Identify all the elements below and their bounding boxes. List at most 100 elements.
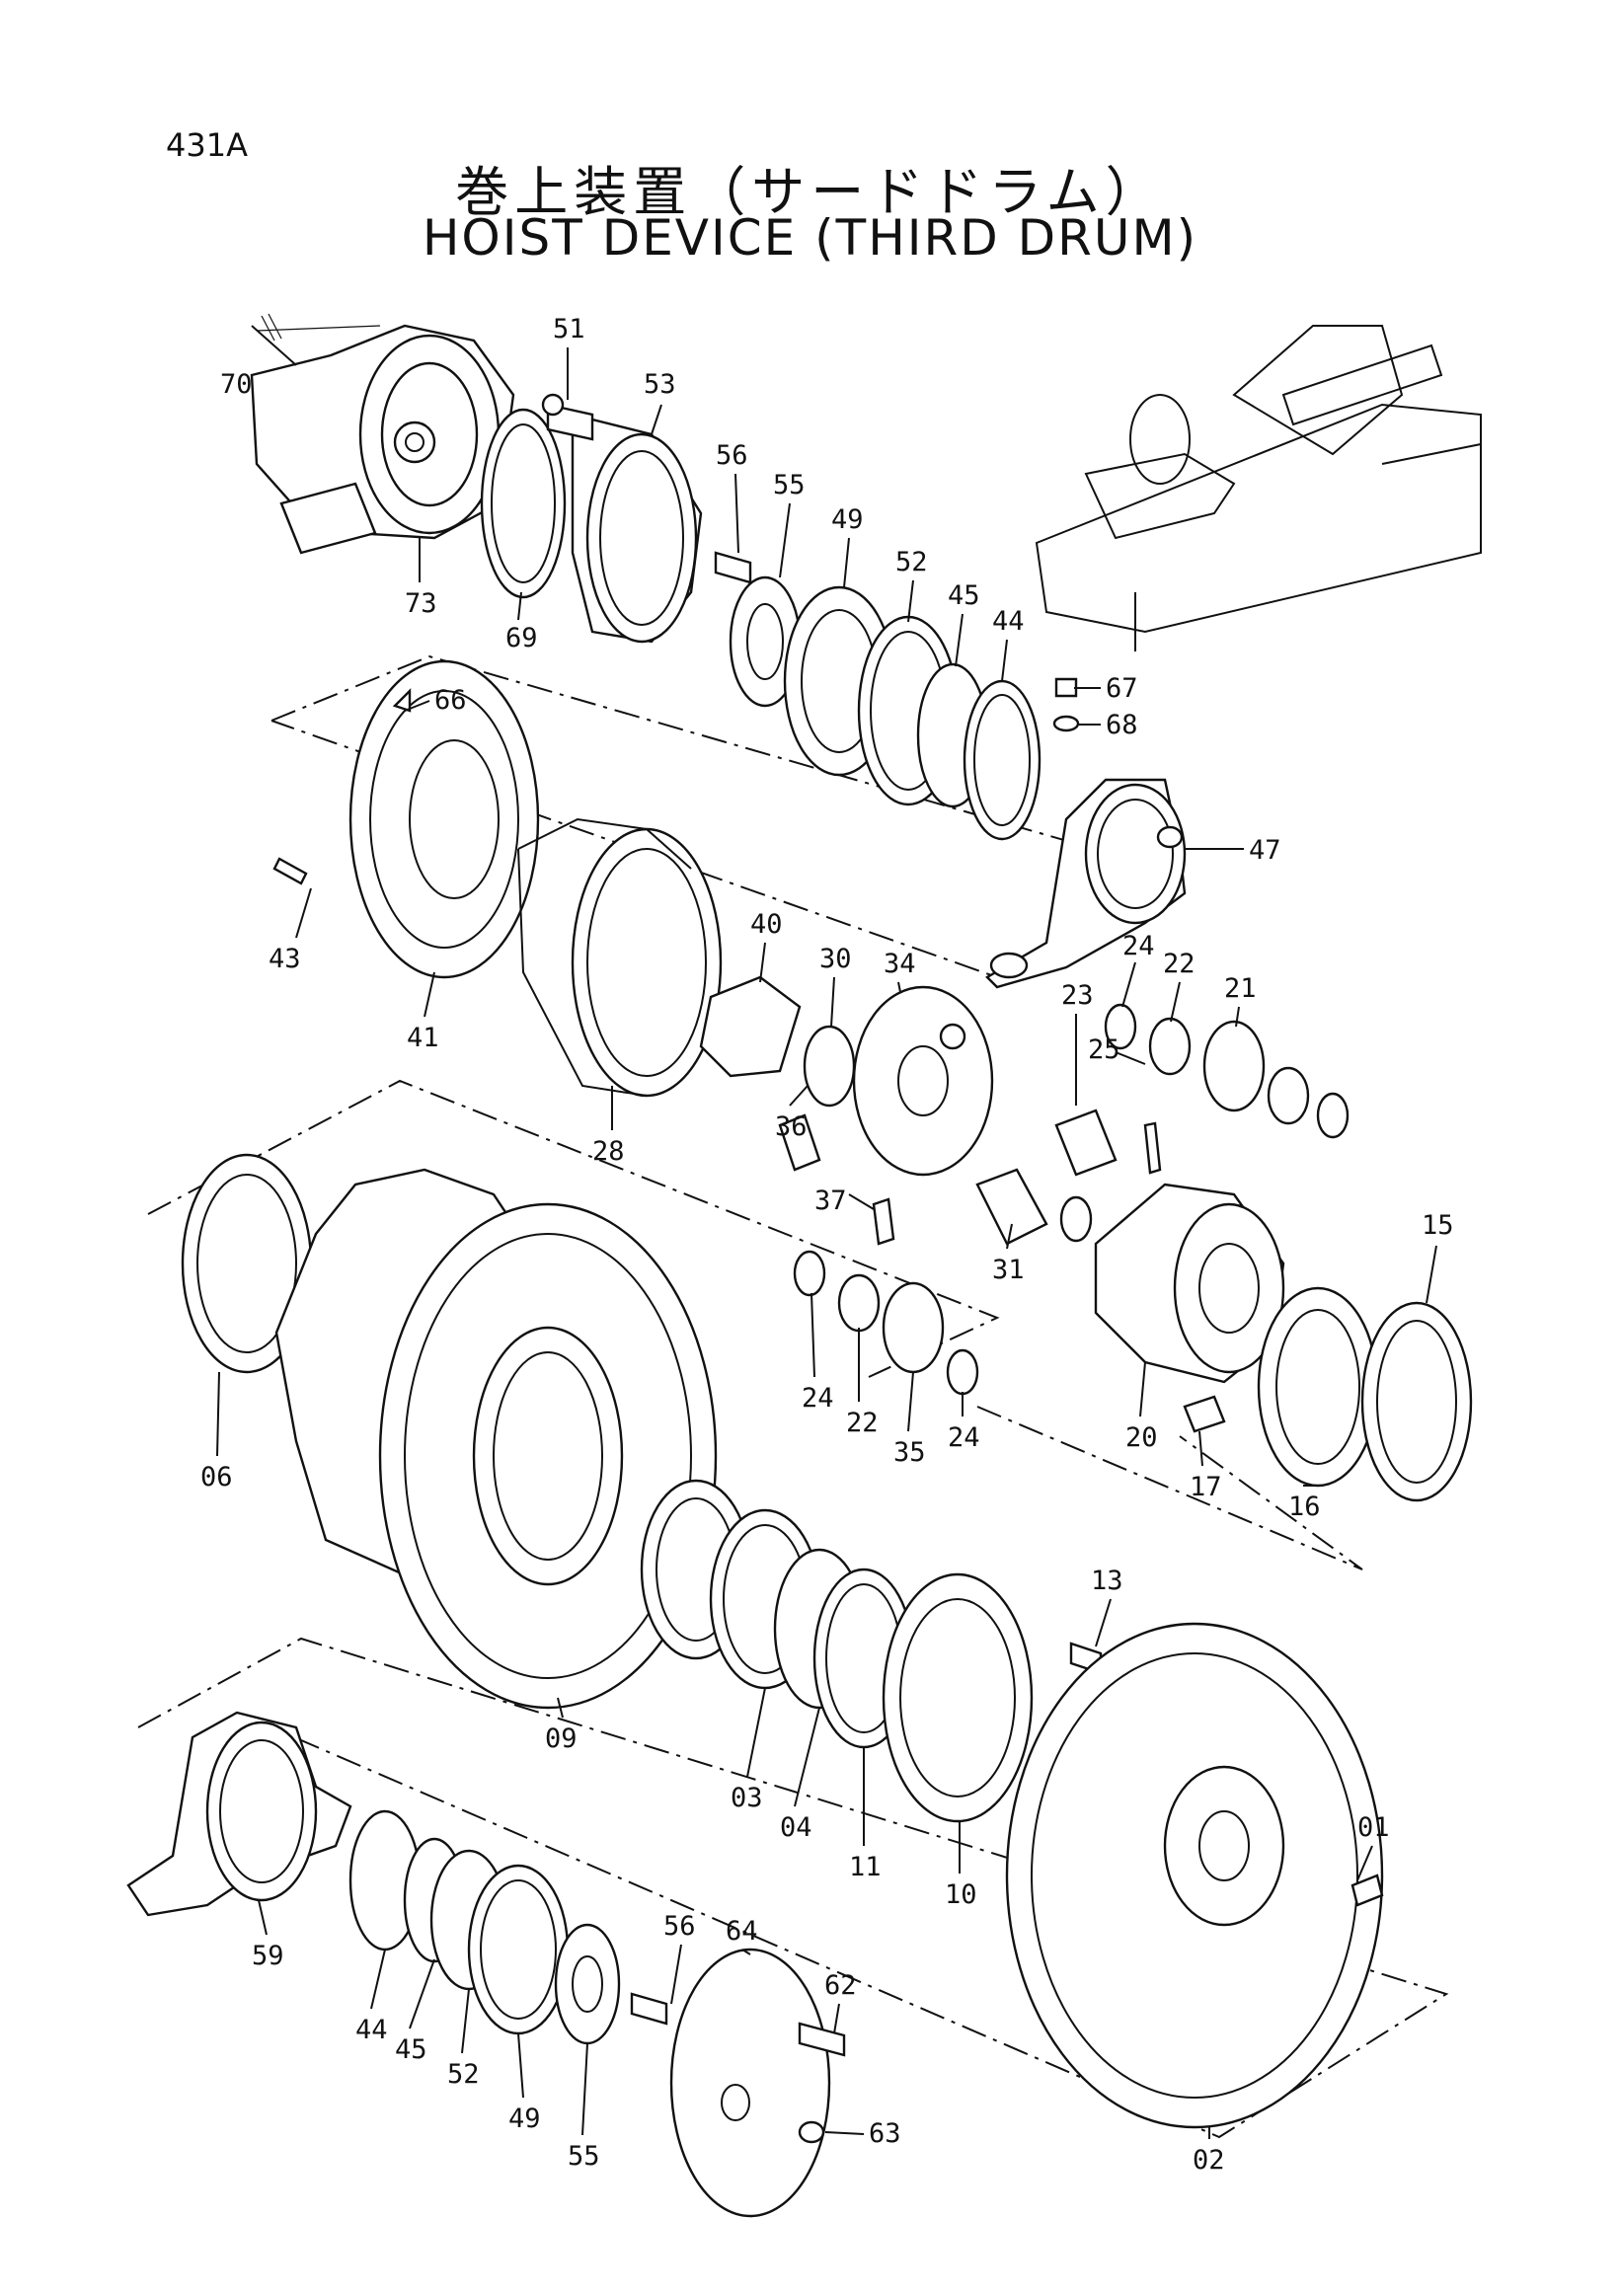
callout-01: 01 [1357,1812,1390,1843]
leader-line [1139,1361,1146,1417]
callout-25: 25 [1088,1034,1120,1065]
callout-41: 41 [407,1023,439,1053]
callout-51: 51 [553,314,585,344]
callout-55: 55 [773,470,806,500]
callout-24: 24 [1122,931,1155,961]
callout-49: 49 [508,2104,541,2134]
callout-73: 73 [405,588,437,619]
callout-28: 28 [592,1136,625,1167]
hydraulic-motor-drawing [250,313,515,555]
planet-carrier-34 [699,975,994,1246]
callout-55: 55 [568,2141,600,2172]
leader-line [1095,1598,1112,1647]
callout-30: 30 [819,944,852,974]
leader-line [1235,1006,1240,1028]
housing-and-ring-gear [272,659,723,1098]
leader-line [789,1085,809,1107]
callout-22: 22 [1163,949,1196,979]
leader-line [295,887,312,939]
callout-49: 49 [831,504,864,535]
drum-flange-02 [1005,1622,1384,2129]
leader-line [409,1958,435,2029]
leader-line [370,1949,386,2010]
leader-line [1121,961,1136,1008]
leader-line [955,613,964,667]
callout-13: 13 [1091,1566,1123,1596]
callout-53: 53 [644,369,676,400]
leader-line [404,700,430,712]
leader-line [216,1371,220,1457]
leader-line [833,2003,840,2034]
leader-line [1356,1845,1373,1881]
leader-line [897,981,901,993]
leader-line [824,2131,865,2135]
leader-line [651,404,662,435]
leader-line [1170,981,1181,1023]
title-japanese: 巻上装置（サードドラム） [455,161,1165,223]
callout-45: 45 [948,580,980,611]
callout-70: 70 [220,369,253,400]
leader-line [848,1193,875,1210]
callout-labels: 70 51 53 56 55 49 52 45 44 67 68 66 47 7… [200,314,1454,2176]
leader-line [1426,1245,1437,1304]
leader-line [907,1371,914,1432]
leader-line [424,971,435,1018]
callout-06: 06 [200,1462,233,1492]
callout-31: 31 [992,1255,1025,1285]
callout-59: 59 [252,1941,284,1971]
callout-15: 15 [1422,1210,1454,1241]
callout-64: 64 [726,1916,758,1947]
callout-56: 56 [716,440,748,471]
leader-line [741,1949,751,1955]
upper-bearing-stack [714,551,1041,841]
callout-17: 17 [1190,1472,1222,1502]
leader-line [794,1707,820,1807]
leader-line [810,1292,815,1378]
callout-11: 11 [849,1852,882,1882]
leader-line [1001,639,1008,682]
leader-line [258,1899,268,1936]
leader-line [1115,1051,1146,1065]
callout-10: 10 [945,1879,977,1910]
callout-16: 16 [1288,1492,1321,1522]
leader-line [1006,1223,1013,1250]
leader-line [581,2042,588,2136]
assembly-outlines [137,654,1449,2139]
planet-gear-set-upper [1054,1003,1350,1177]
leader-line [517,591,522,621]
callout-24: 24 [802,1383,834,1414]
callout-20: 20 [1125,1422,1158,1453]
flange-group [480,393,703,644]
callout-44: 44 [355,2015,388,2045]
callout-63: 63 [869,2118,901,2149]
leader-line [517,2032,524,2099]
callout-03: 03 [731,1783,763,1813]
callout-09: 09 [545,1723,578,1754]
callout-34: 34 [884,949,916,979]
leader-line [843,537,850,588]
callout-62: 62 [824,1970,857,2001]
leader-line [557,1697,564,1719]
callout-21: 21 [1224,973,1257,1004]
callout-56: 56 [663,1911,696,1942]
leader-line [461,1988,470,2054]
leader-line [907,579,914,623]
title-english: HOIST DEVICE (THIRD DRUM) [422,209,1198,267]
ring-and-gear-15-16 [1183,1286,1473,1502]
second-carrier-20 [793,1168,1285,1396]
drum-09 [181,1153,718,1710]
lower-bearing-group [126,1711,846,2218]
callout-24: 24 [948,1422,980,1453]
callout-68: 68 [1106,710,1138,740]
callout-69: 69 [505,623,538,653]
callout-43: 43 [269,944,301,974]
leader-lines [216,325,1437,2139]
leader-line [779,502,791,578]
leader-line [670,1944,682,2005]
machine-locator-drawing [1035,325,1482,651]
callout-23: 23 [1061,980,1094,1011]
callout-37: 37 [814,1186,847,1216]
leader-line [734,473,739,554]
callout-52: 52 [447,2059,480,2090]
